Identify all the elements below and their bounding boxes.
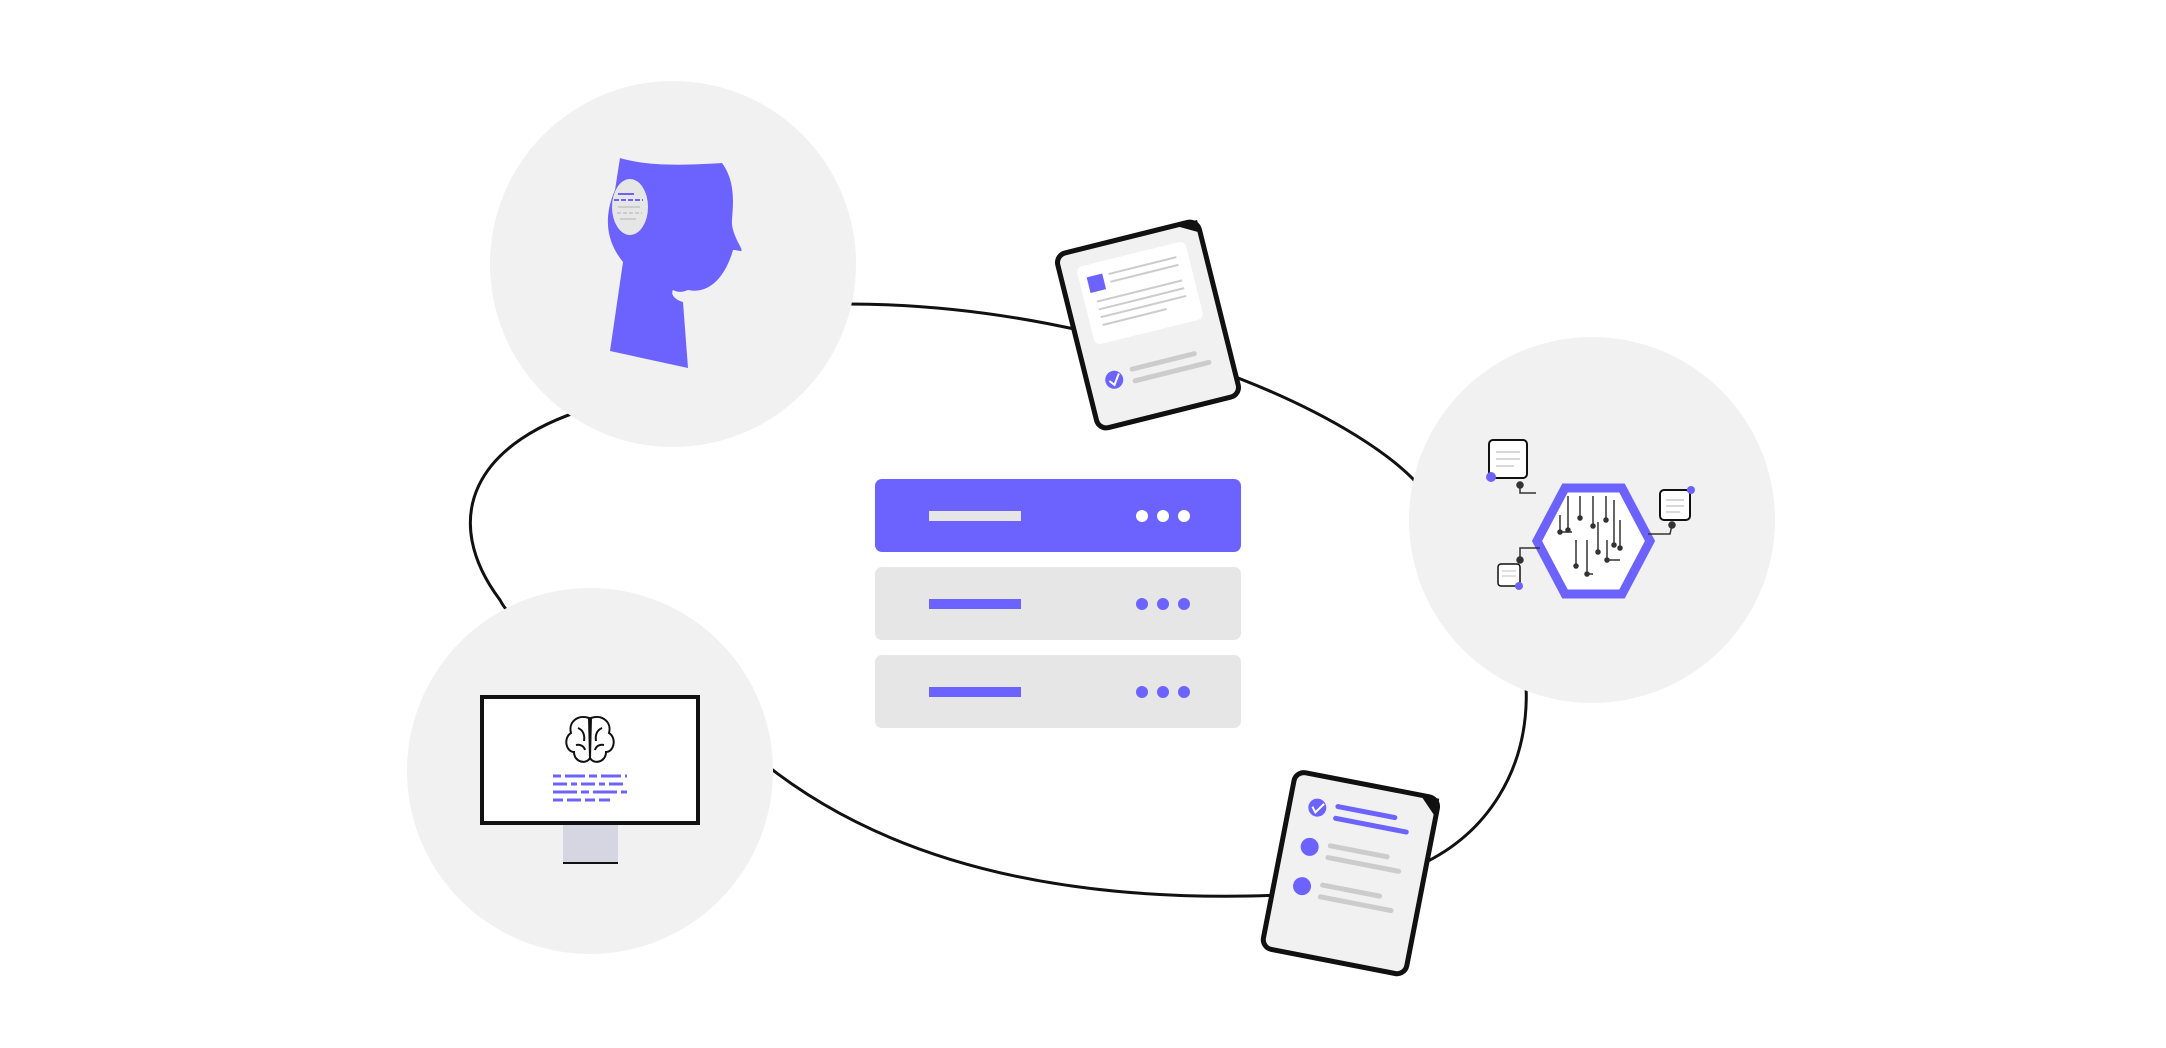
checklist-card-bottom [1260, 770, 1441, 977]
server-row-3 [875, 655, 1241, 728]
ai-chip-node [1409, 337, 1775, 703]
chip-note-3 [1497, 563, 1523, 590]
hexagon-shape [1531, 483, 1656, 599]
brain-icon [565, 716, 615, 763]
circuit-traces [1516, 481, 1676, 577]
server-row-2 [875, 567, 1241, 640]
monitor-text-lines [553, 774, 627, 802]
server-stack [875, 479, 1241, 728]
document-card-top [1055, 219, 1241, 431]
checklist-icon [1308, 798, 1327, 817]
human-head-icon [607, 158, 742, 368]
human-head-node [490, 81, 856, 447]
chip-note-1 [1486, 439, 1528, 482]
chip-note-2 [1659, 486, 1695, 521]
monitor-icon [480, 695, 700, 864]
server-row-1 [875, 479, 1241, 552]
monitor-brain-node [407, 588, 773, 954]
document-check-icon [1105, 370, 1124, 389]
